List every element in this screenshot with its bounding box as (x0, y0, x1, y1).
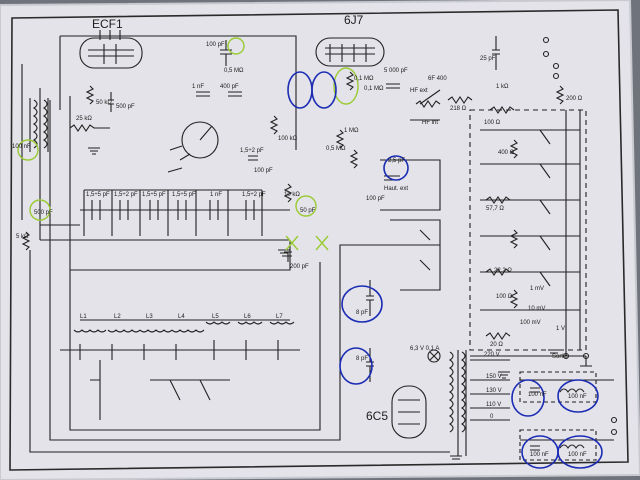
label-trim-4: 1,5÷5 pF (172, 192, 196, 198)
label-r-50k: 50 kΩ (96, 100, 112, 106)
blue-annotations (287, 71, 603, 469)
label-c-500pf-left: 500 pF (34, 210, 53, 216)
label-out-100mv: 100 mV (520, 320, 541, 326)
label-r-1k: 1 kΩ (496, 84, 509, 90)
label-coil-3: L3 (146, 314, 153, 320)
label-c-50pf: 50 pF (300, 208, 316, 214)
label-r-400: 400 Ω (498, 150, 515, 156)
label-r-20: 20 Ω (490, 342, 503, 348)
label-c-15-2pf: 1,5÷2 pF (240, 148, 264, 154)
label-r-100k: 100 kΩ (278, 136, 298, 142)
label-coil-1: L1 (80, 314, 87, 320)
label-c-100nf-r4: 100 nF (568, 452, 587, 458)
label-trim-2: 1,5÷2 pF (114, 192, 138, 198)
label-coil-6: L6 (244, 314, 251, 320)
label-coil-2: L2 (114, 314, 121, 320)
label-trim-6: 1,5÷2 pF (242, 192, 266, 198)
label-v130: 130 V (486, 388, 502, 394)
label-v220: 220 V (484, 352, 500, 358)
tube-label-6c5: 6C5 (366, 409, 388, 423)
label-c-100nf-left: 100 nF (12, 144, 31, 150)
label-sortie: Sortie (552, 354, 568, 360)
label-r-05m: 0,5 MΩ (326, 146, 346, 152)
label-coil-4: L4 (178, 314, 185, 320)
label-r-6f400: 6F 400 (428, 76, 447, 82)
label-r-01m-a: 0,1 MΩ (364, 86, 384, 92)
label-r-5k: 5 kΩ (16, 234, 29, 240)
label-c-100nf-r3: 100 nF (530, 452, 549, 458)
label-c-2-5pf: 2,5 pF (388, 158, 405, 164)
label-trim-1: 1,5÷5 pF (86, 192, 110, 198)
label-r-22: 22,2 Ω (494, 268, 512, 274)
label-c-400pf: 400 pF (220, 84, 239, 90)
label-trim-5: 1 nF (210, 192, 222, 198)
label-c-1nf: 1 nF (192, 84, 204, 90)
label-r-10k: 10 kΩ (284, 192, 300, 198)
label-r-01m-b: 0,1 MΩ (354, 76, 374, 82)
label-haut-ext: Haut. ext (384, 186, 408, 192)
tube-label-ecf1: ECF1 (92, 17, 123, 31)
label-r-200-ohm: 200 Ω (566, 96, 583, 102)
label-r-05mohm: 0,5 MΩ (224, 68, 244, 74)
label-c-8pf-b: 8 pF (356, 356, 368, 362)
label-r-25k: 25 kΩ (76, 116, 92, 122)
tube-label-6j7: 6J7 (344, 13, 364, 27)
label-coil-5: L5 (212, 314, 219, 320)
wiring (21, 30, 618, 461)
label-hf-ext: HF ext (410, 88, 428, 94)
label-trim-3: 1,5÷5 pF (142, 192, 166, 198)
label-c-100nf-r2: 100 nF (568, 394, 587, 400)
label-out-1v: 1 V (556, 326, 565, 332)
label-v110: 110 V (486, 402, 501, 408)
label-hf-int: HF int (422, 120, 438, 126)
label-c-25pf: 25 pF (480, 56, 496, 62)
label-c-100pf-b: 100 pF (366, 196, 385, 202)
label-r-100-b: 100 Ω (496, 294, 513, 300)
label-r-57: 57,7 Ω (486, 206, 504, 212)
label-c-500pf-a: 500 pF (116, 104, 135, 110)
label-v150: 150 V (486, 374, 502, 380)
label-c-100pf-top: 100 pF (206, 42, 225, 48)
label-out-1mv: 1 mV (530, 286, 544, 292)
label-c-100nf-r1: 100 nF (528, 392, 547, 398)
label-v0: 0 (490, 414, 494, 420)
label-coil-7: L7 (276, 314, 283, 320)
label-c-5000pf: 5 000 pF (384, 68, 408, 74)
green-annotations (17, 37, 359, 251)
drawing-frame (9, 9, 629, 471)
label-r-218: 218 Ω (450, 106, 467, 112)
label-c-200pf: 200 pF (290, 264, 309, 270)
label-c-100pf-mid: 100 pF (254, 168, 273, 174)
label-r-100-ohm: 100 Ω (484, 120, 501, 126)
label-r-1m: 1 MΩ (344, 128, 359, 134)
label-lamp: 6,3 V 0,1 A (410, 346, 439, 352)
label-c-8pf-a: 8 pF (356, 310, 368, 316)
label-out-10mv: 10 mV (528, 306, 545, 312)
